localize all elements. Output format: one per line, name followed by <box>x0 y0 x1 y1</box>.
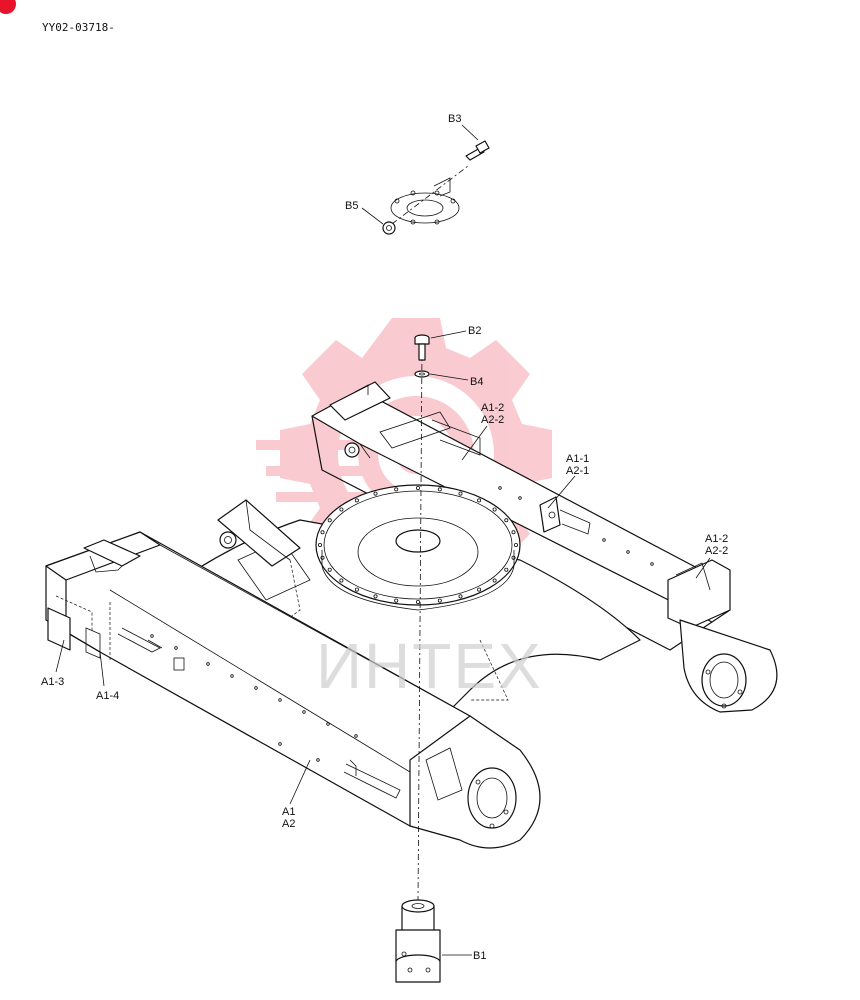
ring-bolt-hole <box>339 578 344 583</box>
ring-bolt-hole <box>437 598 442 603</box>
label-a2: A2 <box>282 818 295 830</box>
ring-bolt-hole <box>320 530 325 535</box>
document-id: YY02-03718- <box>42 21 115 34</box>
ring-bolt-hole <box>373 491 378 496</box>
ring-bolt-hole <box>511 555 516 560</box>
ring-bolt-hole <box>394 598 399 603</box>
ring-bolt-hole <box>415 600 420 605</box>
bolt-b2 <box>414 334 430 361</box>
label-a2-1: A2-1 <box>566 465 589 477</box>
ring-bolt-hole <box>327 518 332 523</box>
label-a1-1: A1-1 <box>566 453 589 465</box>
label-a2-2-right: A2-2 <box>705 545 728 557</box>
ring-bolt-hole <box>511 530 516 535</box>
label-a1-2-right: A1-2 <box>705 533 728 545</box>
swivel-joint-b1 <box>395 899 441 983</box>
ring-bolt-hole <box>477 498 482 503</box>
ring-bolt-hole <box>415 485 420 490</box>
ring-bolt-hole <box>458 594 463 599</box>
ring-bolt-hole <box>394 487 399 492</box>
ring-bolt-hole <box>504 567 509 572</box>
label-a1: A1 <box>282 806 295 818</box>
watermark-text: ИНТЕХ <box>316 630 543 702</box>
center-axis <box>417 349 423 901</box>
ring-bolt-hole <box>504 518 509 523</box>
ring-bolt-hole <box>492 578 497 583</box>
ring-bolt-hole <box>514 543 519 548</box>
washer-b4 <box>414 370 430 378</box>
left-rear-eye <box>409 715 541 849</box>
ring-bolt-hole <box>354 587 359 592</box>
label-a1-3: A1-3 <box>41 676 64 688</box>
ring-bolt-hole <box>320 555 325 560</box>
label-b3: B3 <box>448 113 461 125</box>
label-b2: B2 <box>468 325 481 337</box>
ring-bolt-hole <box>327 567 332 572</box>
ring-bolt-hole <box>477 587 482 592</box>
leader-lines <box>55 124 711 956</box>
ring-bolt-hole <box>437 487 442 492</box>
nut-b5 <box>382 221 396 235</box>
label-a1-2-top: A1-2 <box>481 402 504 414</box>
ring-bolt-hole <box>317 543 322 548</box>
ring-bolt-hole <box>458 491 463 496</box>
label-b1: B1 <box>473 950 486 962</box>
part-labels: B3 B5 B2 B4 A1-2 A2-2 A1-1 A2-1 A1-2 A2-… <box>41 113 728 962</box>
ring-bolt-hole <box>354 498 359 503</box>
ring-bolt-hole <box>373 594 378 599</box>
ring-bolt-hole <box>339 507 344 512</box>
label-a2-2-top: A2-2 <box>481 414 504 426</box>
bolt-b3 <box>465 140 490 161</box>
label-b5: B5 <box>345 200 358 212</box>
slewing-ring <box>315 484 521 611</box>
right-side-member <box>311 381 778 713</box>
ring-bolt-hole <box>492 507 497 512</box>
corner-badge <box>0 0 16 14</box>
label-b4: B4 <box>470 376 483 388</box>
top-bracket-assembly <box>390 165 469 225</box>
label-a1-4: A1-4 <box>96 690 119 702</box>
